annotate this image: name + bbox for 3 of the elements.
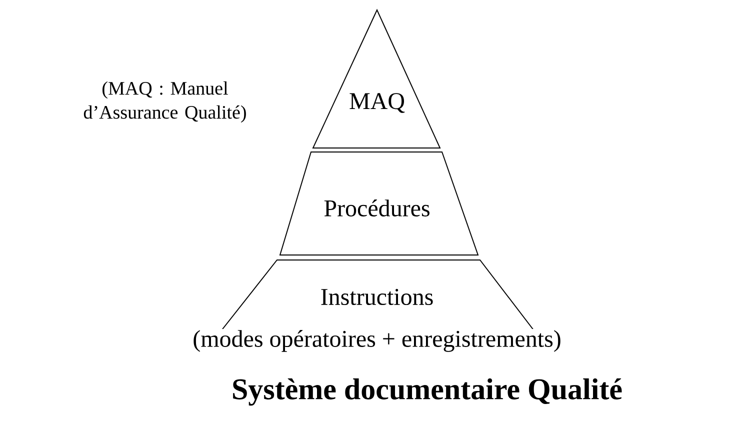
title: Système documentaire Qualité <box>233 378 622 406</box>
note: (MAQ : Manuel d’Assurance Qualité) <box>84 81 246 123</box>
pyramid-level: Instructions (modes opératoires + enregistrements) <box>192 260 562 353</box>
